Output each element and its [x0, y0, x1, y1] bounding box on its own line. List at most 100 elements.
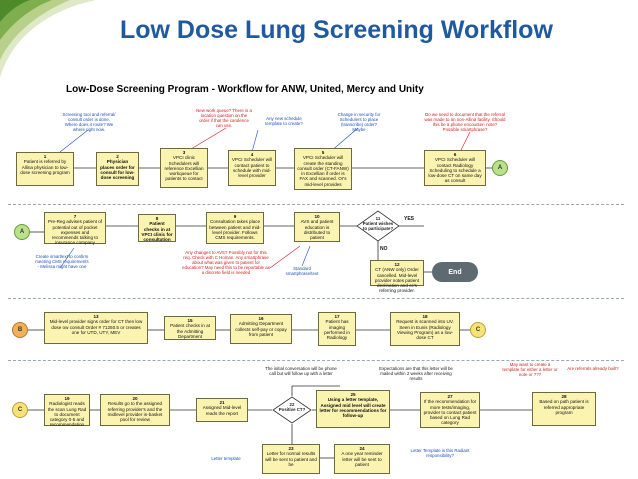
yes-label: YES	[404, 216, 415, 222]
step-text: CT (ANW only) Order cancelled. Mid-level…	[374, 267, 420, 294]
step-text: Based on path patient is referred approp…	[539, 399, 589, 415]
step-number: 23	[288, 446, 294, 451]
step-number: 4	[250, 152, 254, 157]
step-number: 13	[93, 314, 99, 319]
step-number: 24	[359, 446, 365, 451]
step-number: 22	[289, 402, 295, 407]
step-number: 11	[375, 216, 381, 221]
connector-a-out: A	[492, 160, 508, 176]
row-separator	[8, 204, 624, 205]
note-letter-template: Letter template	[211, 456, 241, 461]
step-text: Radiologist reads the scan Lung Rad to d…	[47, 401, 87, 428]
step-number: 15	[187, 318, 193, 323]
step-9-box: 9 Consultation takes place between patie…	[206, 212, 264, 244]
note-screening-tool: Screening tool and referral/ consult ord…	[62, 112, 116, 132]
step-number: 8	[155, 216, 159, 221]
step-10-box: 10 AVS and patient education is distribu…	[294, 212, 340, 242]
step-text: VPCI Scheduler will create the standing …	[297, 155, 349, 187]
step-text: AVS and patient education is distributed…	[300, 219, 334, 241]
step-25-box: 25 Using a letter template, Assigned mid…	[316, 390, 390, 428]
step-text: Positive CT?	[278, 407, 306, 412]
row-separator	[8, 360, 624, 361]
step-number: 17	[334, 314, 340, 319]
step-18-box: 18 Request is scanned into UV. Seen in E…	[390, 312, 460, 346]
step-number: 6	[453, 152, 457, 157]
step-text: Patient is referred by Allina physician …	[20, 159, 70, 175]
step-20-box: 20 Results go to the assigned referring …	[100, 394, 170, 426]
step-text: A one year reminder letter will be sent …	[341, 451, 383, 467]
note-work-queue: New work queue? There is a location ques…	[196, 108, 252, 128]
step-3-box: 3 VPCI clinic Schedulers will reference …	[160, 148, 208, 188]
step-11-text: 11 Patient wishes to participate?	[362, 216, 394, 236]
no-label: NO	[380, 246, 388, 252]
note-avs-changes: Any changes to AVS? Possibly not for thi…	[182, 250, 270, 275]
page-title: Low Dose Lung Screening Workflow	[120, 16, 553, 44]
workflow-subtitle: Low-Dose Screening Program - Workflow fo…	[66, 84, 424, 95]
step-text: Patient has imaging performed in Radiolo…	[324, 319, 350, 341]
row-separator	[8, 298, 624, 299]
step-number: 7	[73, 214, 77, 219]
step-text: Results go to the assigned referring pro…	[107, 401, 163, 423]
step-number: 2	[116, 154, 119, 159]
step-17-box: 17 Patient has imaging performed in Radi…	[318, 312, 356, 346]
note-template-question: May want to create a template for either…	[502, 362, 558, 377]
step-number: 25	[350, 392, 356, 397]
step-number: 21	[219, 400, 225, 405]
step-text: Request is scanned into UV. Seen in Euni…	[396, 319, 454, 341]
decorative-swoosh	[0, 0, 96, 78]
step-number: 10	[314, 214, 320, 219]
note-security-change: Change in security for Schedulers to pla…	[337, 112, 381, 132]
step-number: 20	[132, 396, 138, 401]
note-radiant-responsibility: Letter Template is this Radiant responsi…	[410, 448, 470, 458]
step-number: 3	[182, 150, 186, 155]
step-text: Using a letter template, Assigned mid le…	[319, 397, 387, 419]
step-text: Patient checks in at VPCI clinic for con…	[141, 221, 173, 243]
step-5-box: 5 VPCI Scheduler will create the standin…	[294, 148, 352, 190]
step-16-box: 16 Admitting Department collects self-pa…	[230, 314, 292, 344]
note-schedule-template: Any new schedule template to create?	[265, 116, 303, 126]
step-text: Consultation takes place between patient…	[209, 219, 261, 241]
step-13-box: 13 Mid-level provider signs order for CT…	[44, 312, 148, 344]
step-11-decision	[356, 210, 400, 242]
step-12-box: 12 CT (ANW only) Order cancelled. Mid-le…	[370, 260, 424, 293]
step-text: Assigned Mid-level reads the report	[202, 405, 242, 416]
end-terminator: End	[432, 262, 478, 282]
connector-a-in: A	[14, 224, 30, 240]
note-initial-conversation: The initial conversation will be phone c…	[265, 366, 337, 376]
step-text: Physician places order for consult for l…	[100, 159, 135, 181]
note-standard-smartphrase: Standard smartphrase/text	[285, 266, 319, 276]
step-text: Patient checks in at the Admitting Depar…	[170, 323, 210, 339]
step-text: Letter for normal results will be sent t…	[265, 451, 317, 467]
step-22-decision	[272, 396, 312, 424]
step-24-box: 24 A one year reminder letter will be se…	[334, 444, 390, 474]
step-number: 12	[394, 262, 400, 267]
step-text: If the recommendation for more tests/ima…	[423, 399, 477, 426]
step-number: 27	[447, 394, 453, 399]
step-7-box: 7 Pre-Reg advises patient of potential o…	[44, 212, 106, 245]
step-19-box: 19 Radiologist reads the scan Lung Rad t…	[44, 394, 90, 428]
step-8-box: 8 Patient checks in at VPCI clinic for c…	[138, 214, 176, 242]
step-23-box: 23 Letter for normal results will be sen…	[262, 444, 320, 474]
step-27-box: 27 If the recommendation for more tests/…	[420, 392, 480, 428]
connector-c-out: C	[470, 322, 486, 338]
connector-c-in: C	[12, 402, 28, 418]
step-text: VPCI clinic Schedulers will reference Ex…	[164, 155, 204, 182]
step-number: 9	[233, 214, 237, 219]
step-number: 1	[43, 154, 47, 159]
step-28-box: 28 Based on path patient is referred app…	[532, 392, 596, 426]
step-number: 19	[64, 396, 70, 401]
note-letter-expectations: Expectations are that this letter will b…	[379, 366, 453, 381]
step-text: VPCI Scheduler will contact Radiology Sc…	[428, 157, 482, 184]
note-document-referral: Do we need to document that the referral…	[424, 112, 506, 132]
step-6-box: 6 VPCI Scheduler will contact Radiology …	[424, 150, 486, 186]
step-1-box: 1 Patient is referred by Allina physicia…	[16, 152, 74, 186]
step-21-box: 21 Assigned Mid-level reads the report	[196, 398, 248, 422]
step-number: 28	[561, 394, 567, 399]
step-text: Admitting Department collects self-pay o…	[235, 321, 287, 337]
note-referrals-built: Are referrals already built?	[567, 366, 619, 371]
step-text: Mid-level provider signs order for CT th…	[49, 319, 143, 335]
step-22-text: 22 Positive CT?	[278, 402, 306, 418]
step-text: Patient wishes to participate?	[362, 221, 394, 231]
step-number: 18	[422, 314, 428, 319]
